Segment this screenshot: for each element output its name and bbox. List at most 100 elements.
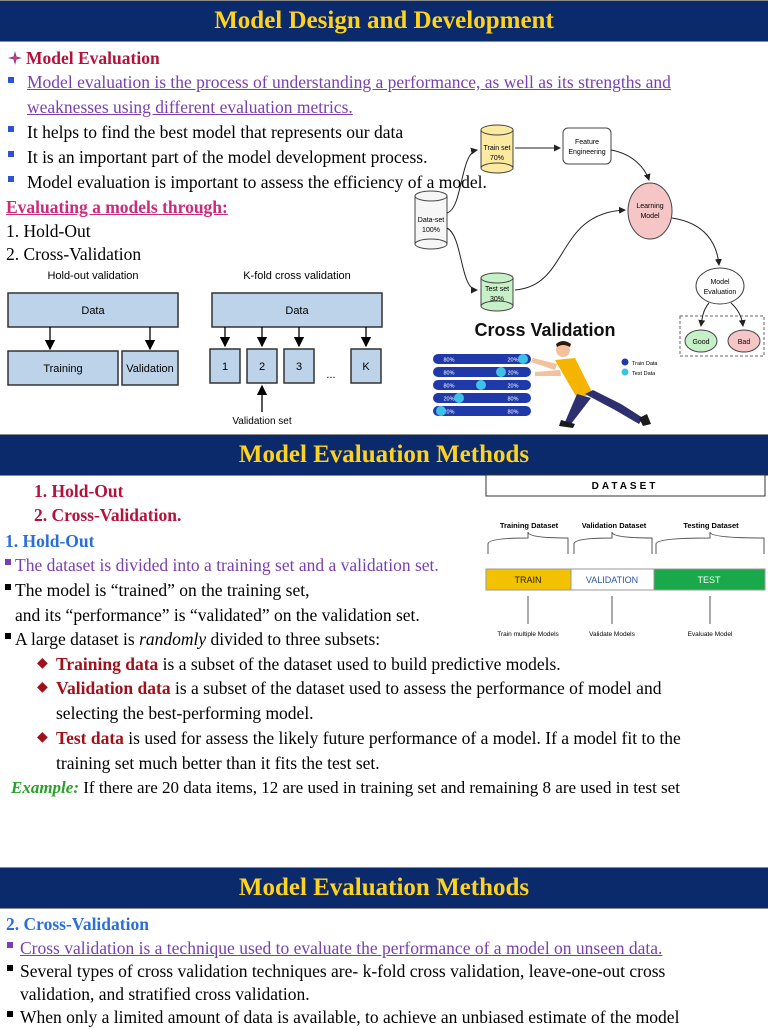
holdout-bullet-2-line-2: and its “performance” is “validated” on …: [15, 605, 420, 625]
item-training-data: Training data is a subset of the dataset…: [56, 652, 561, 676]
cv-bullet-2-line-1: Several types of cross validation techni…: [20, 961, 666, 981]
feature-engineering-box: [562, 127, 612, 165]
dataset-split-diagram: DATASET Training Dataset Validation Data…: [485, 474, 766, 638]
validation-dataset-label: Validation Dataset: [582, 521, 647, 530]
train-set-label: Train set: [484, 145, 511, 152]
learning-model-label-2: Model: [640, 213, 660, 220]
dataset-header-box: [485, 474, 766, 497]
cv-row-right-label: 80%: [507, 397, 518, 403]
holdout-data-box: [7, 292, 179, 328]
cv-test-fold-marker: [454, 393, 464, 403]
cv-row-bar: [433, 354, 531, 364]
item-term: Validation data: [56, 678, 171, 698]
validation-segment-label: VALIDATION: [586, 575, 638, 585]
cv-row-left-label: 20%: [443, 410, 454, 416]
dataset-cylinder: [414, 190, 448, 250]
intro-line-1[interactable]: Model evaluation is the process of under…: [27, 72, 671, 92]
bullet-icon: [8, 77, 14, 83]
person-pushing-illustration: [531, 341, 651, 428]
numbered-hold-out: 1. Hold-Out: [34, 481, 124, 501]
item-text: is a subset of the dataset used to asses…: [170, 678, 662, 698]
slide3-header-band: Model Evaluation Methods: [0, 867, 768, 909]
dataset-percent: 100%: [422, 227, 440, 234]
cv-row-bar: [433, 406, 531, 416]
evaluate-model-label: Evaluate Model: [688, 631, 733, 638]
kfold-data-label: Data: [285, 305, 309, 317]
test-set-cylinder: [480, 272, 514, 312]
bullet-important-part: It is an important part of the model dev…: [27, 147, 428, 167]
item-term: Test data: [56, 728, 124, 748]
train-set-cylinder: [480, 124, 514, 174]
legend-test-label: Test Data: [632, 371, 656, 377]
training-dataset-label: Training Dataset: [500, 521, 559, 530]
feature-engineering-label-2: Engineering: [568, 149, 605, 156]
cv-test-fold-marker: [496, 367, 506, 377]
kfold-validation-set-label: Validation set: [232, 416, 292, 427]
learning-model-node: [627, 182, 673, 240]
test-segment-label: TEST: [697, 575, 721, 585]
cv-row-right-label: 80%: [507, 410, 518, 416]
example-line: Example: If there are 20 data items, 12 …: [11, 776, 680, 800]
feature-engineering-label-1: Feature: [575, 139, 599, 146]
good-label: Good: [692, 339, 709, 346]
bullet-icon: [7, 1011, 13, 1017]
example-label: Example:: [11, 778, 79, 797]
model-evaluation-heading: Model Evaluation: [8, 46, 160, 70]
evaluation-flow-diagram: Data-set 100% Train set 70% Test set 30%…: [414, 124, 765, 357]
cv-row-left-label: 80%: [443, 358, 454, 364]
item-test-data: Test data is used for assess the likely …: [56, 726, 681, 750]
kfold-fold-box: [246, 348, 278, 384]
holdout-training-box: [7, 350, 119, 386]
train-multiple-models-label: Train multiple Models: [497, 631, 559, 638]
list-hold-out: 1. Hold-Out: [6, 221, 91, 241]
holdout-bullet-2-line-1: The model is “trained” on the training s…: [15, 580, 310, 600]
kfold-fold-box: [283, 348, 315, 384]
holdout-bullet-3: A large dataset is randomly divided to t…: [15, 627, 380, 651]
diamond-bullet-icon: ◆: [37, 680, 48, 695]
holdout-bullet-1: The dataset is divided into a training s…: [15, 555, 439, 575]
cv-bullet-3: When only a limited amount of data is av…: [20, 1007, 680, 1027]
item-validation-data-cont: selecting the best-performing model.: [56, 703, 314, 723]
cross-validation-graphic: Cross Validation 80% 20% 80% 20% 80% 20% 20% 80…: [433, 320, 658, 428]
legend-train-dot: [621, 358, 629, 366]
cv-row-right-label: 20%: [507, 358, 518, 364]
list-cross-validation: 2. Cross-Validation: [6, 244, 142, 264]
intro-line-2[interactable]: weaknesses using different evaluation me…: [27, 97, 353, 117]
bullet-3-emphasis: randomly: [139, 629, 207, 649]
bullet-3-pre: A large dataset is: [15, 629, 140, 649]
learning-model-label-1: Learning: [636, 203, 663, 210]
holdout-validation-box: [121, 350, 179, 386]
bullet-icon: [5, 559, 11, 565]
dataset-header: DATASET: [592, 481, 659, 492]
item-term: Training data: [56, 654, 159, 674]
kfold-fold-label: 3: [296, 361, 302, 373]
slide3-title: Model Evaluation Methods: [238, 874, 530, 901]
bullet-3-post: divided to three subsets:: [206, 629, 381, 649]
cv-row-right-label: 20%: [507, 371, 518, 377]
bad-label: Bad: [738, 339, 751, 346]
holdout-training-label: Training: [43, 363, 82, 375]
cv-row-right-label: 20%: [507, 384, 518, 390]
bullet-icon: [5, 633, 11, 639]
kfold-fold-box: [350, 348, 382, 384]
cv-row-left-label: 80%: [443, 371, 454, 377]
evaluating-heading: Evaluating a models through:: [6, 197, 228, 217]
testing-dataset-label: Testing Dataset: [683, 521, 739, 530]
slide2-title: Model Evaluation Methods: [238, 441, 530, 468]
kfold-dots: ...: [326, 369, 335, 381]
bullet-icon: [7, 942, 13, 948]
kfold-fold-label: K: [362, 361, 370, 373]
kfold-data-box: [211, 292, 383, 328]
train-set-percent: 70%: [490, 155, 504, 162]
bullet-icon: [5, 584, 11, 590]
bullet-icon: [8, 176, 14, 182]
bullet-best-model: It helps to find the best model that rep…: [27, 122, 404, 142]
bullet-icon: [7, 965, 13, 971]
cv-row-left-label: 80%: [443, 384, 454, 390]
cv-graphic-title: Cross Validation: [474, 320, 615, 340]
section-cross-validation: 2. Cross-Validation: [6, 914, 149, 934]
example-text: If there are 20 data items, 12 are used …: [79, 778, 680, 797]
cv-bullet-1[interactable]: Cross validation is a technique used to …: [20, 938, 663, 958]
numbered-cross-validation: 2. Cross-Validation.: [34, 505, 182, 525]
model-evaluation-label-1: Model: [710, 279, 730, 286]
